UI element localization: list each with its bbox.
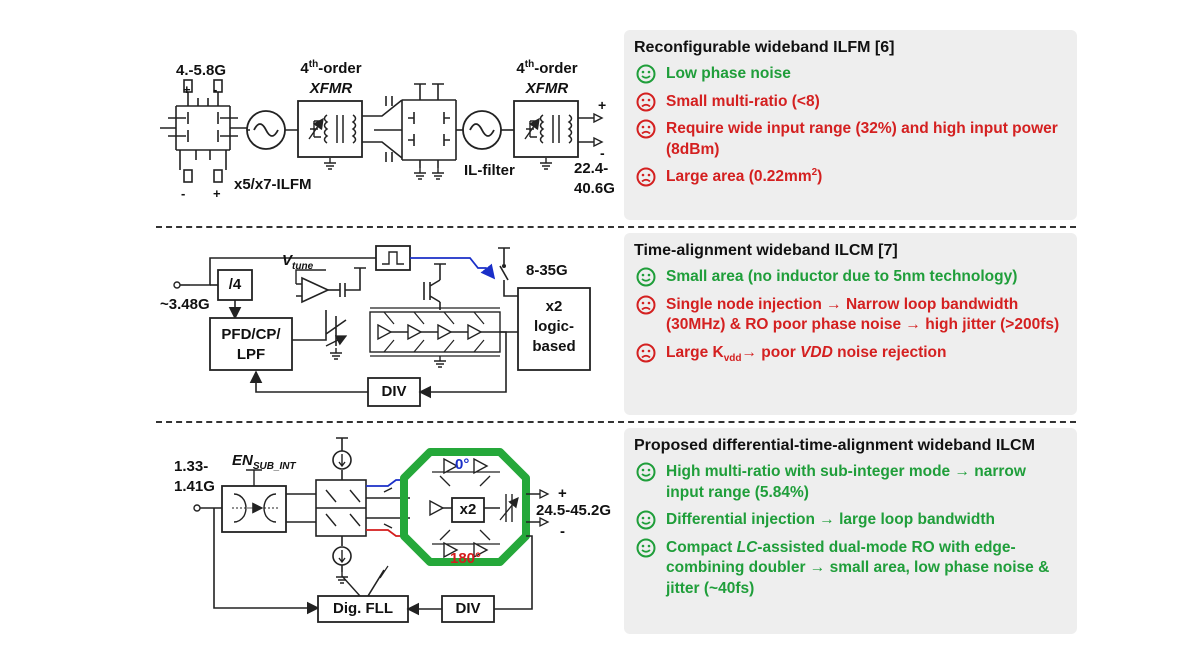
pro-item-text: High multi-ratio with sub-integer mode →… [666,463,1026,501]
smiley-icon [634,64,658,84]
svg-text:-: - [213,82,217,97]
frown-icon [634,343,658,363]
ilcm-summary-panel: Time-alignment wideband ILCM [7] Small a… [624,233,1077,415]
svg-text:-: - [181,186,185,201]
smiley-icon [634,538,658,558]
frown-icon [634,119,658,139]
section-divider-1 [156,226,1076,228]
pro-item: Compact LC-assisted dual-mode RO with ed… [634,538,1067,600]
xfmr1-order-label: 4th-order [300,59,362,78]
proposed-panel-title: Proposed differential-time-alignment wid… [634,437,1035,454]
pro-item: Differential injection → large loop band… [634,510,1067,531]
pro-item: Small area (no inductor due to 5nm techn… [634,267,1067,288]
smiley-icon [634,462,658,482]
con-item: Single node injection → Narrow loop band… [634,295,1067,336]
x2-logic-label-3: based [532,338,576,355]
proposed-schematic: + - [193,437,567,623]
pro-item: High multi-ratio with sub-integer mode →… [634,462,1067,503]
pro-item-text: Low phase noise [666,65,791,82]
proposed-div-label: DIV [455,600,481,617]
ilfm-output-range-label-1: 22.4- [574,160,609,177]
ilcm-input-freq-label: ~3.48G [160,296,210,313]
il-filter-label: IL-filter [464,162,515,179]
svg-text:+: + [183,82,191,97]
xfmr2-name-label: XFMR [525,80,569,97]
dig-fll-label: Dig. FLL [333,600,393,617]
proposed-input-label-2: 1.41G [174,478,215,495]
xfmr2-order-label: 4th-order [516,59,578,78]
svg-text:+: + [598,97,606,113]
pro-item-text: Small area (no inductor due to 5nm techn… [666,268,1018,285]
svg-text:-: - [600,145,605,161]
con-item-text: Single node injection → Narrow loop band… [666,295,1060,334]
en-sub-int-label: ENSUB_INT [232,452,296,472]
ilfm-schematic: + - - + [160,79,606,201]
ilfm-block-label: x5/x7-ILFM [234,176,312,193]
svg-text:-: - [560,523,565,540]
ilcm-panel-title: Time-alignment wideband ILCM [7] [634,242,898,259]
con-item: Large area (0.22mm2) [634,167,1067,188]
pfd-cp-label: PFD/CP/ [221,326,281,343]
con-item-text: Large Kvdd→ poor VDD noise rejection [666,343,947,364]
svg-text:+: + [558,485,567,502]
svg-text:+: + [213,186,221,201]
ilcm-div-label: DIV [381,383,407,400]
ilcm-output-range-label: 8-35G [526,262,568,279]
x2-doubler-label: x2 [459,501,477,518]
pro-item: Low phase noise [634,64,1067,85]
proposed-output-range-label: 24.5-45.2G [536,502,612,519]
frown-icon [634,167,658,187]
ilfm-input-range-label: 4.-5.8G [176,62,227,79]
proposed-input-label-1: 1.33- [174,458,209,475]
frown-icon [634,295,658,315]
ilcm-schematic [173,245,591,407]
ilfm-summary-panel: Reconfigurable wideband ILFM [6] Low pha… [624,30,1077,220]
div4-label: /4 [228,276,242,293]
pro-item-text: Differential injection → large loop band… [666,511,995,528]
xfmr1-name-label: XFMR [309,80,353,97]
con-item: Require wide input range (32%) and high … [634,119,1067,160]
x2-logic-label-2: logic- [534,318,574,335]
con-item-text: Require wide input range (32%) and high … [666,120,1058,158]
vtune-label: Vtune [282,252,314,272]
phase-0-label: 0° [455,456,470,473]
ilfm-panel-title: Reconfigurable wideband ILFM [6] [634,39,895,56]
con-item-text: Small multi-ratio (<8) [666,92,820,110]
con-item: Large Kvdd→ poor VDD noise rejection [634,343,1067,364]
pro-item-text: Compact LC-assisted dual-mode RO with ed… [666,538,1050,597]
x2-logic-label-1: x2 [545,298,563,315]
section-divider-2 [156,421,1076,423]
phase-180-label: 180° [450,550,482,567]
con-item: Small multi-ratio (<8) [634,92,1067,113]
con-item-text: Large area (0.22mm2) [666,166,823,185]
lpf-label: LPF [236,346,266,363]
proposed-summary-panel: Proposed differential-time-alignment wid… [624,428,1077,634]
smiley-icon [634,267,658,287]
ilfm-output-range-label-2: 40.6G [574,180,615,197]
smiley-icon [634,510,658,530]
frown-icon [634,92,658,112]
